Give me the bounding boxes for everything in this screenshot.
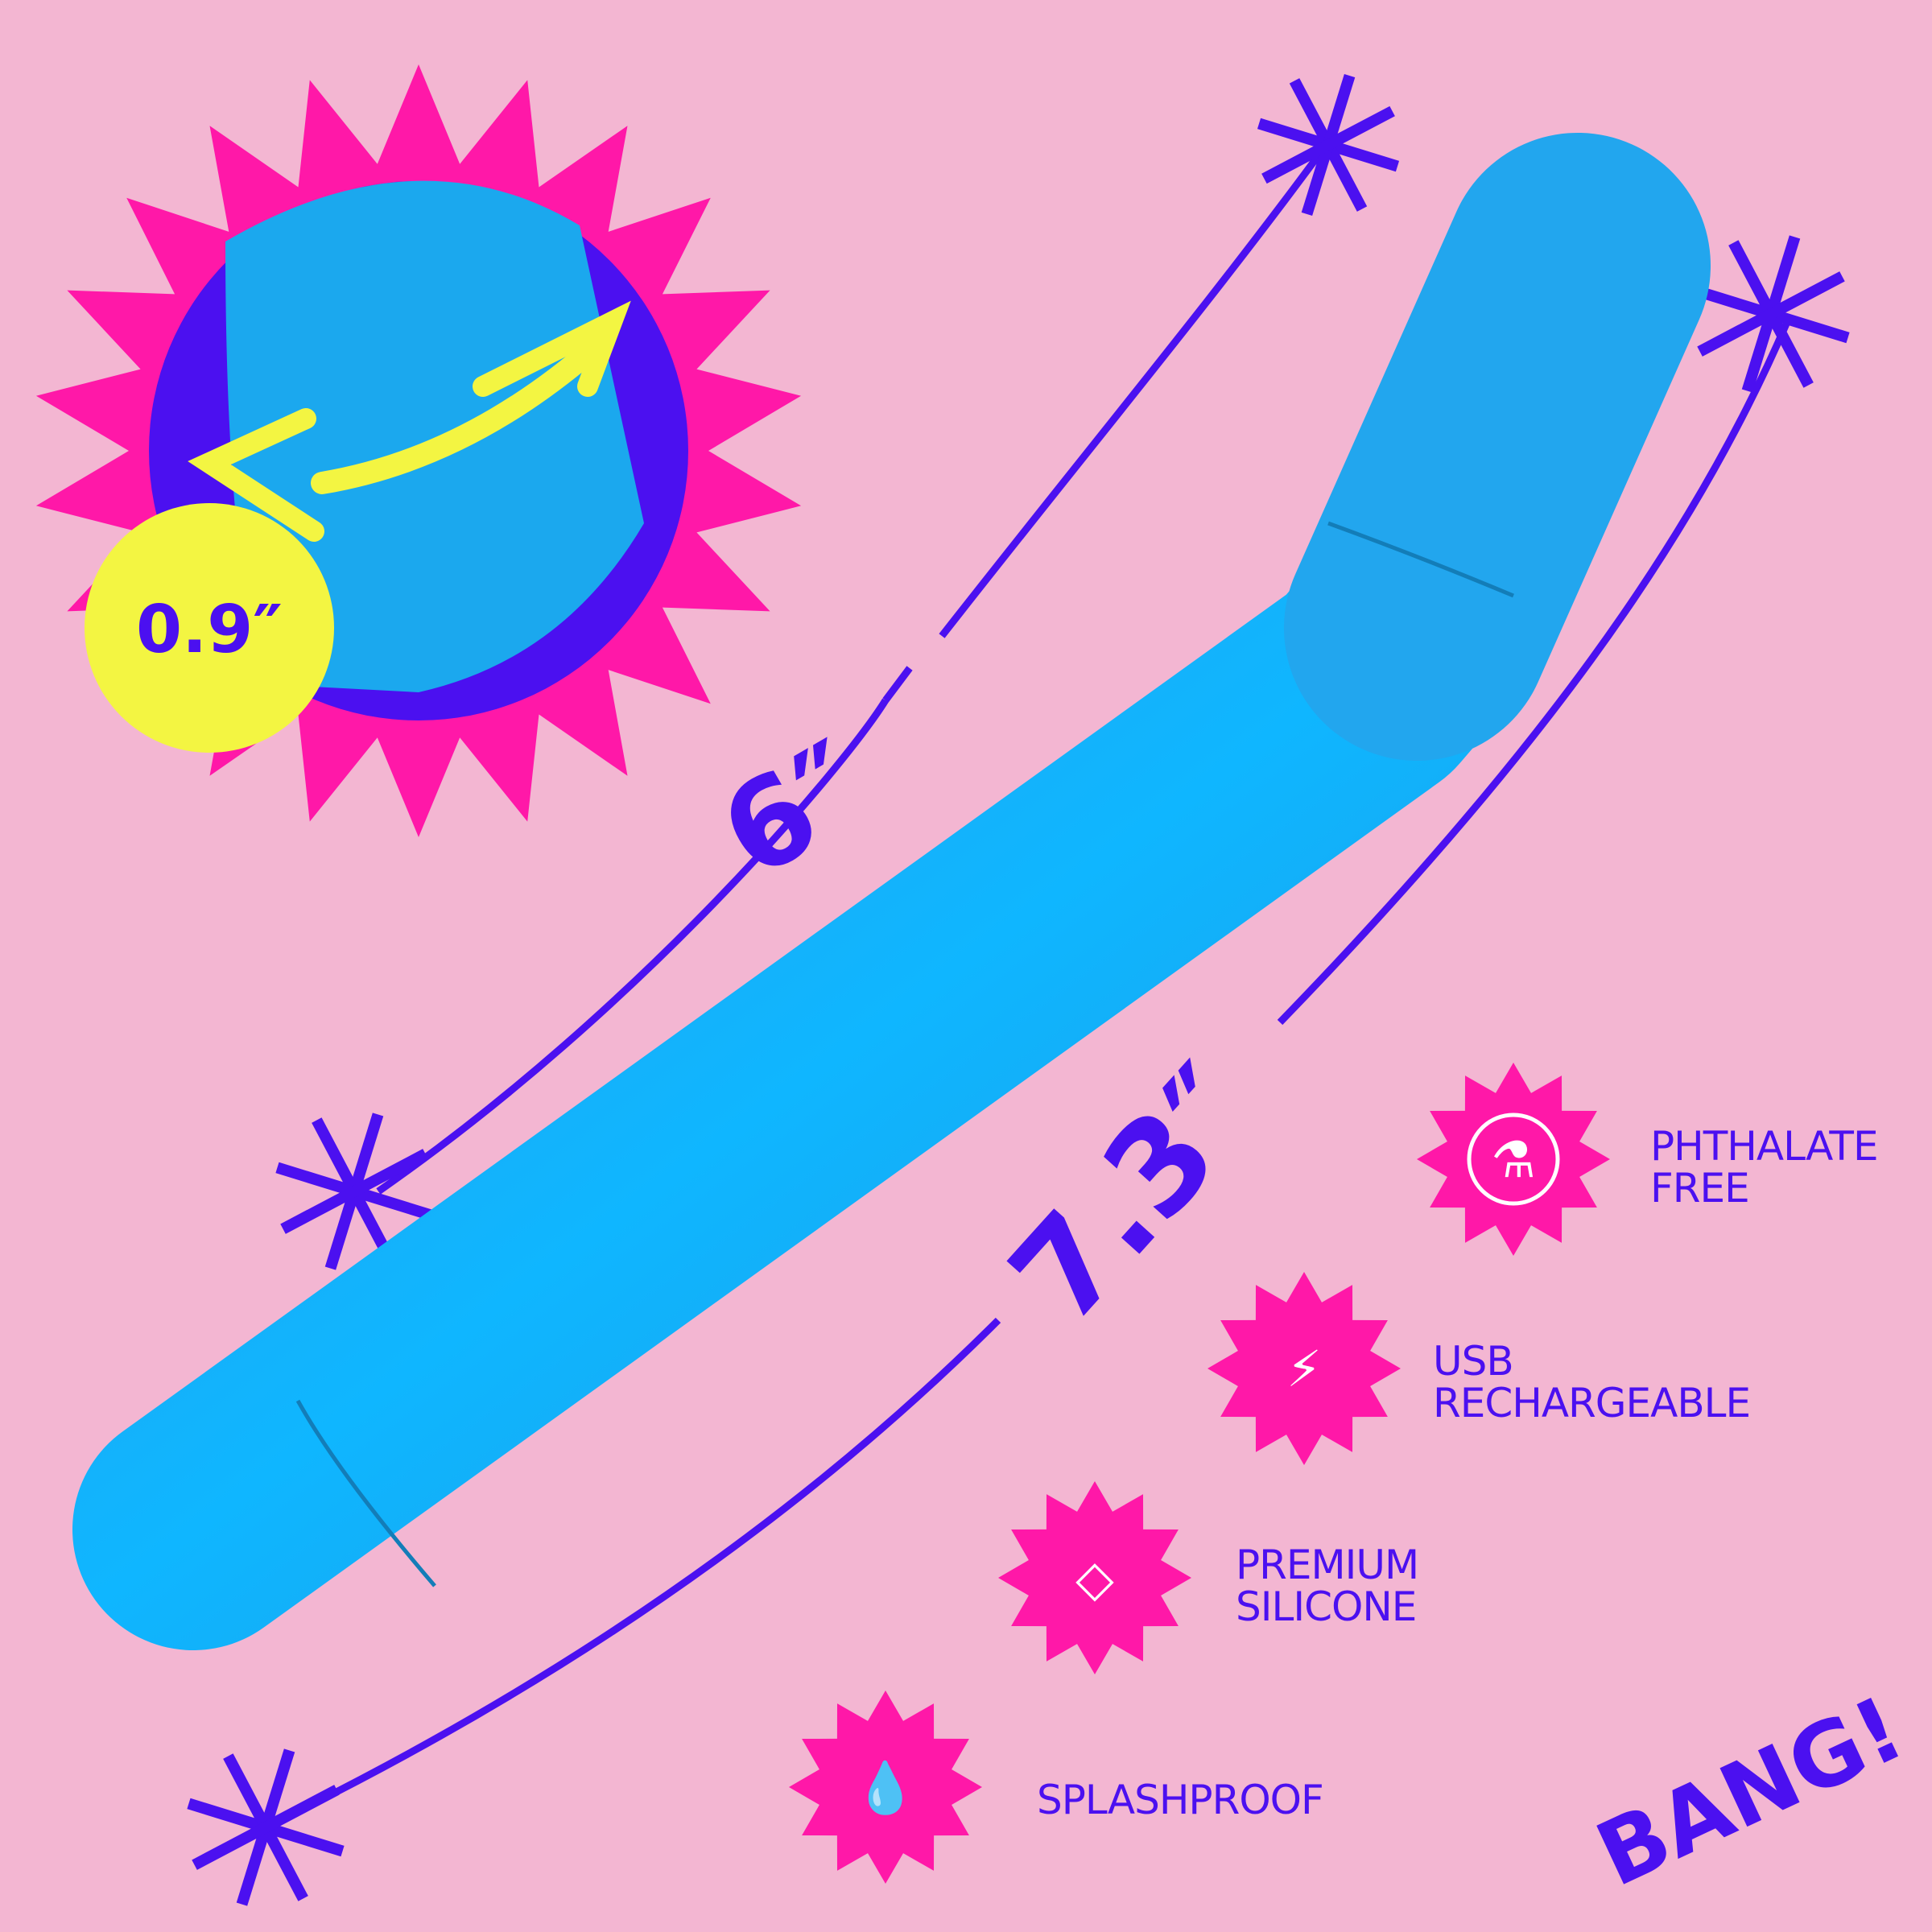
feature-line: PREMIUM — [1236, 1542, 1419, 1588]
feature-line: RECHARGEABLE — [1433, 1380, 1751, 1426]
asterisk-icon — [1257, 73, 1400, 217]
diameter-badge — [35, 64, 802, 837]
svg-text:💧: 💧 — [854, 1758, 916, 1817]
feature-splashproof: SPLASHPROOF — [1037, 1777, 1324, 1823]
total-length-line — [264, 320, 1791, 1831]
svg-text:⚡: ⚡ — [1286, 1340, 1322, 1398]
battery-charging-icon: ⚡ — [1208, 1272, 1401, 1465]
svg-text:BANG!: BANG! — [1582, 1677, 1918, 1907]
no-phthalate-flask-icon: ⚗ — [1417, 1063, 1610, 1256]
feature-line: FREE — [1650, 1165, 1750, 1212]
asterisk-icon — [1692, 235, 1850, 393]
feature-line: USB — [1433, 1338, 1514, 1385]
product-vibrator — [72, 133, 1711, 1650]
feature-line: SILICONE — [1236, 1583, 1417, 1630]
asterisk-icon — [275, 1113, 433, 1270]
svg-text:◇: ◇ — [1075, 1549, 1114, 1608]
feature-line: SPLASHPROOF — [1037, 1777, 1324, 1823]
asterisk-icon — [187, 1748, 345, 1906]
svg-text:⚗: ⚗ — [1491, 1130, 1536, 1189]
water-drop-icon: 💧 — [789, 1690, 982, 1884]
feature-line: PHTHALATE — [1650, 1123, 1879, 1170]
feature-phthalate-free: PHTHALATE FREE — [1650, 1123, 1879, 1212]
rotation-arrow-icon — [311, 335, 607, 494]
insertable-length-line — [376, 151, 1323, 1195]
diameter-label: 0.9″ — [136, 592, 283, 668]
brand-logo: BANG! — [1582, 1677, 1918, 1907]
feature-usb-rechargeable: USB RECHARGEABLE — [1433, 1338, 1751, 1426]
diamond-icon: ◇ — [998, 1481, 1191, 1674]
feature-premium-silicone: PREMIUM SILICONE — [1236, 1542, 1419, 1630]
